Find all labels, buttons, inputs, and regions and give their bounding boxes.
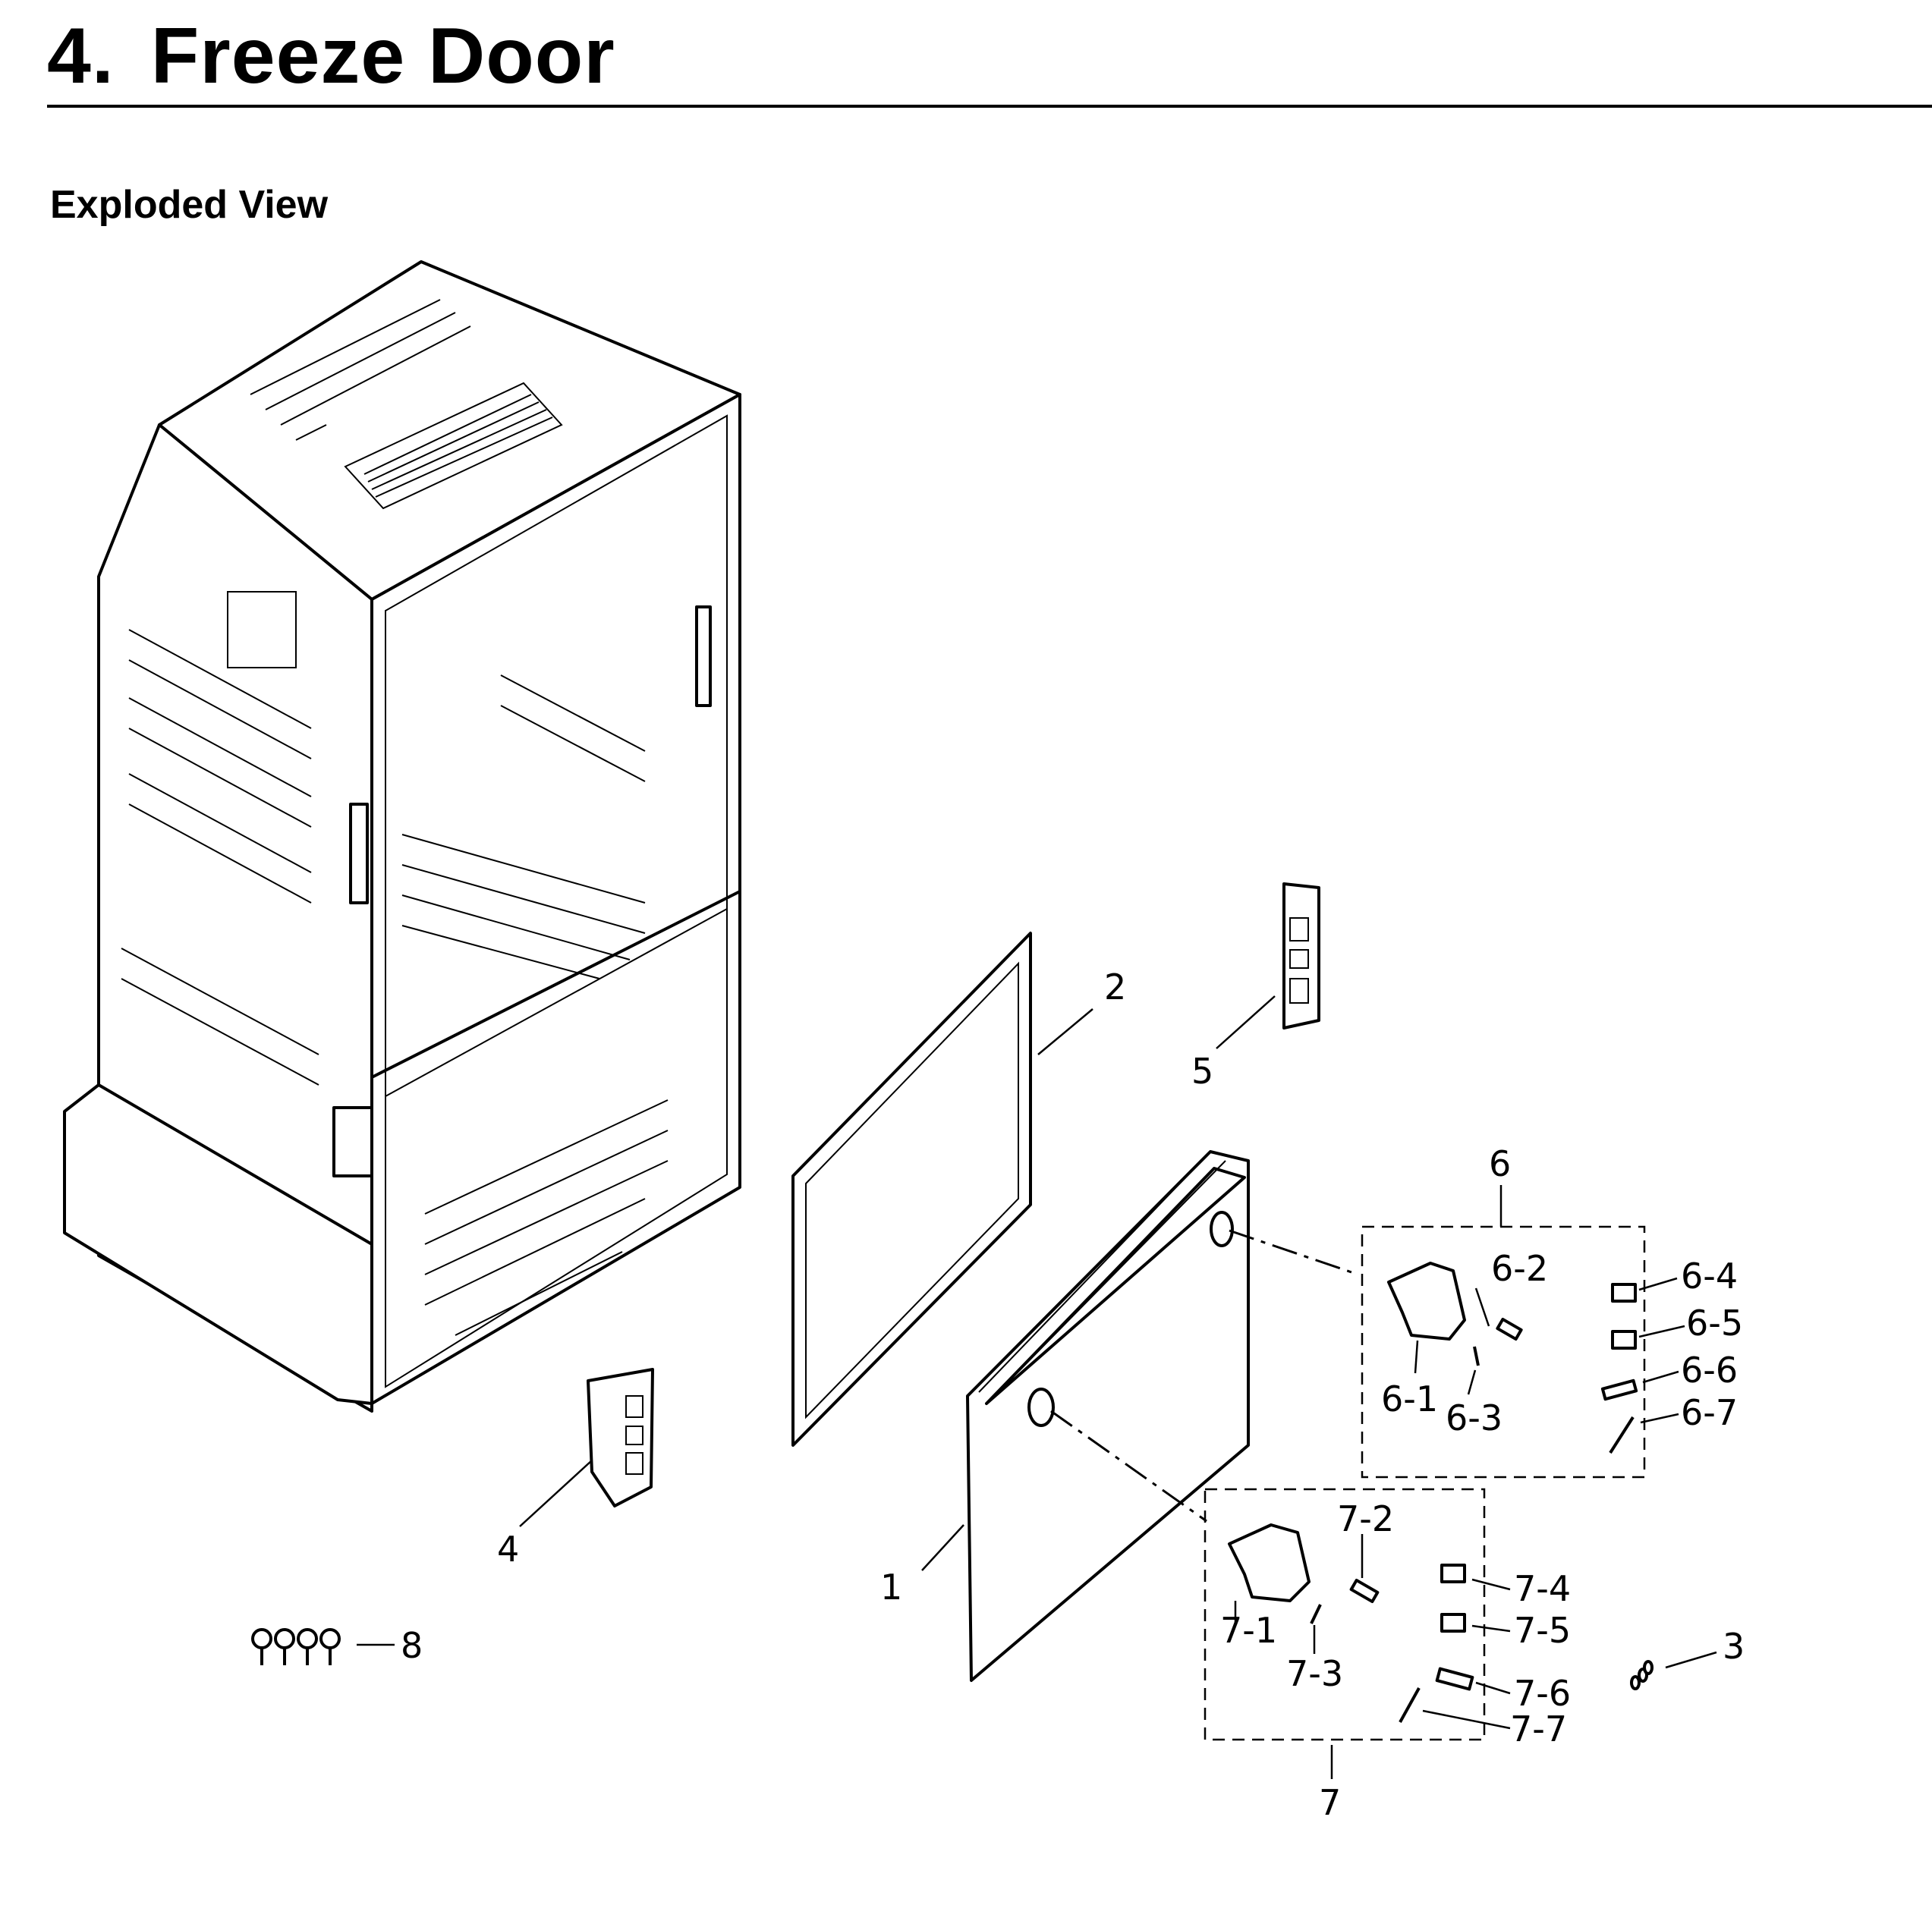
- bolts-part-8: [251, 1628, 341, 1665]
- view-subtitle: Exploded View: [50, 183, 329, 227]
- callout-6-3: 6-3: [1446, 1397, 1502, 1438]
- callout-4: 4: [497, 1529, 519, 1570]
- title-rule: [47, 105, 1932, 108]
- handle-assembly-6: [1387, 1262, 1638, 1454]
- callout-7-6: 7-6: [1514, 1673, 1571, 1714]
- callout-7-2: 7-2: [1337, 1498, 1394, 1539]
- callout-6: 6: [1489, 1143, 1511, 1184]
- screws-part-3: [1630, 1660, 1654, 1690]
- callout-7-7: 7-7: [1510, 1709, 1567, 1749]
- callout-6-1: 6-1: [1381, 1378, 1438, 1419]
- freezer-door: [966, 1150, 1250, 1682]
- callout-1: 1: [880, 1567, 902, 1608]
- door-gasket: [791, 932, 1032, 1447]
- callout-7-4: 7-4: [1514, 1568, 1571, 1609]
- callout-6-4: 6-4: [1681, 1256, 1738, 1297]
- callout-6-5: 6-5: [1686, 1303, 1743, 1344]
- callout-5: 5: [1191, 1051, 1213, 1092]
- section-number: 4.: [47, 12, 115, 100]
- section-title: Freeze Door: [150, 12, 615, 100]
- refrigerator-cabinet: [63, 260, 741, 1413]
- hinge-bracket-lower: [587, 1368, 654, 1507]
- callout-2: 2: [1104, 967, 1126, 1008]
- callout-6-7: 6-7: [1681, 1392, 1738, 1433]
- callout-7-3: 7-3: [1286, 1653, 1343, 1694]
- callout-8: 8: [401, 1625, 423, 1666]
- handle-assembly-7: [1228, 1523, 1474, 1723]
- leader-lines: [357, 995, 1717, 1779]
- assembly-box-6: [1361, 1225, 1646, 1479]
- callout-6-2: 6-2: [1491, 1248, 1548, 1289]
- callout-7-5: 7-5: [1514, 1610, 1571, 1651]
- callout-3: 3: [1723, 1626, 1745, 1667]
- callout-7-1: 7-1: [1220, 1610, 1277, 1651]
- callout-6-6: 6-6: [1681, 1350, 1738, 1391]
- assembly-box-7: [1204, 1488, 1486, 1741]
- callout-7: 7: [1319, 1782, 1341, 1823]
- hinge-cover-upper: [1282, 882, 1320, 1030]
- page-title: 4.Freeze Door: [47, 17, 615, 96]
